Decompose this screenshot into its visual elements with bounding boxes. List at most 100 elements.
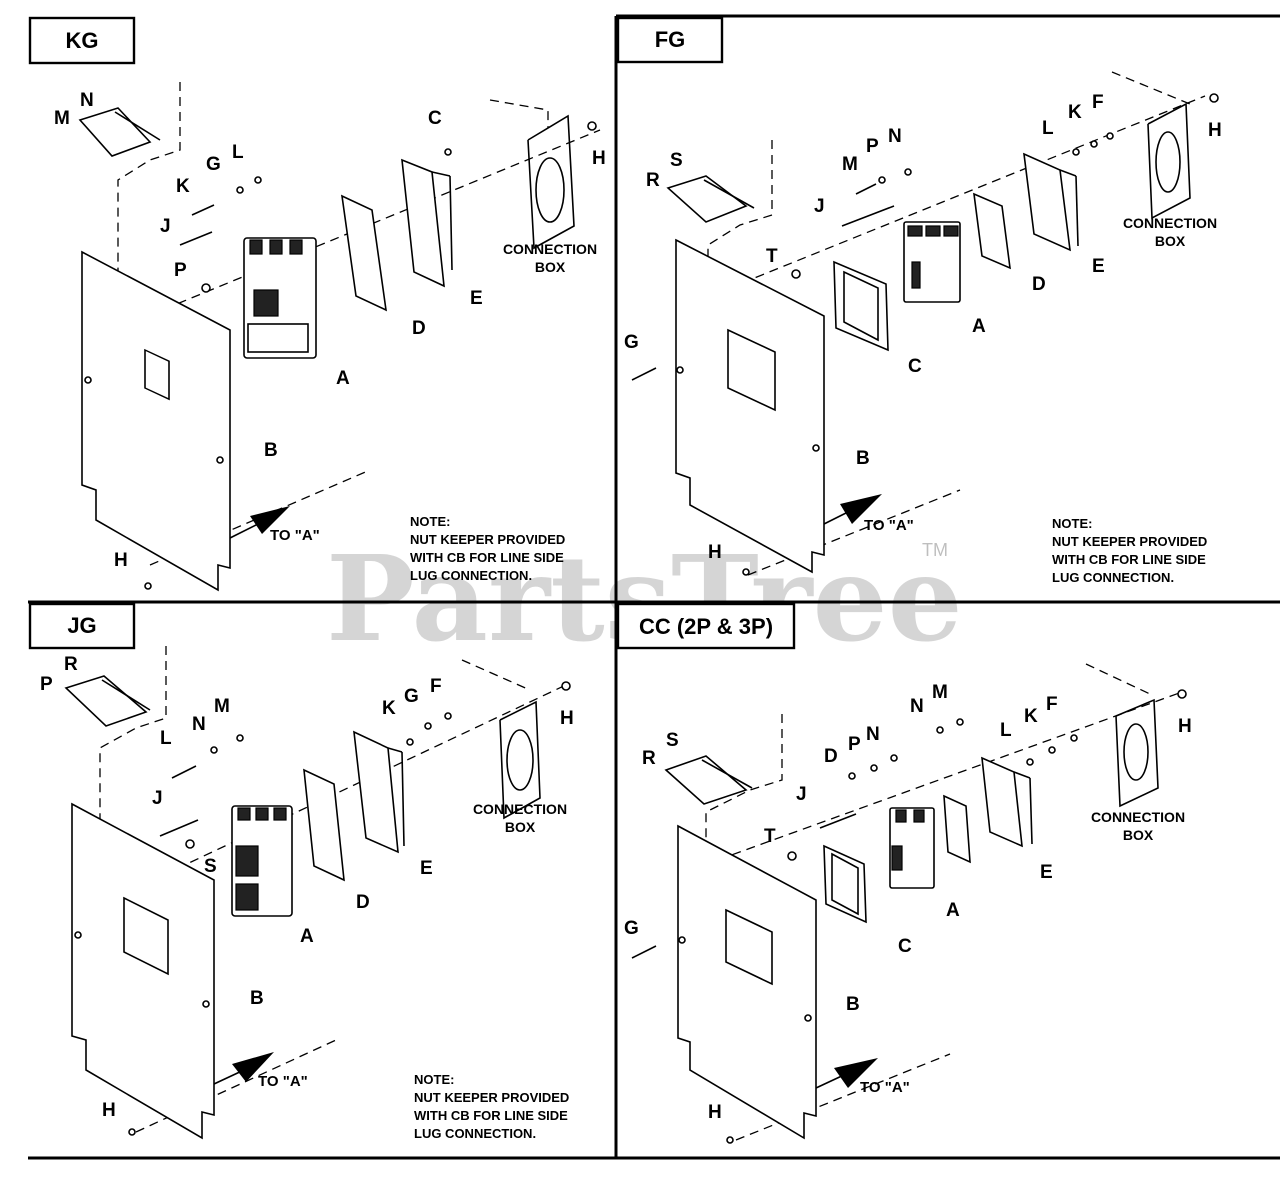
note-line-4: LUG CONNECTION. — [1052, 570, 1174, 585]
callout-c: C — [428, 108, 442, 129]
callout-a: A — [946, 900, 960, 921]
callout-a: A — [972, 316, 986, 337]
callout-l: L — [232, 142, 244, 163]
callout-m: M — [842, 154, 858, 175]
callout-p: P — [866, 136, 879, 157]
callout-l: L — [1042, 118, 1054, 139]
connection-box-label-2: BOX — [505, 819, 536, 835]
watermark-trademark: TM — [922, 540, 948, 560]
to-a-label: TO "A" — [860, 1079, 910, 1096]
callout-r: R — [646, 170, 660, 191]
callout-j: J — [796, 784, 807, 805]
callout-m: M — [214, 696, 230, 717]
callout-d: D — [356, 892, 370, 913]
connection-box-label-2: BOX — [535, 259, 566, 275]
section-cc-title: CC (2P & 3P) — [639, 614, 773, 639]
callout-m: M — [932, 682, 948, 703]
callout-g: G — [404, 686, 419, 707]
to-a-label: TO "A" — [258, 1073, 308, 1090]
callout-t: T — [764, 826, 776, 847]
callout-c: C — [898, 936, 912, 957]
callout-l: L — [160, 728, 172, 749]
callout-b: B — [846, 994, 860, 1015]
note-line-4: LUG CONNECTION. — [410, 568, 532, 583]
note-line-1: NOTE: — [414, 1072, 454, 1087]
note-line-4: LUG CONNECTION. — [414, 1126, 536, 1141]
callout-b: B — [250, 988, 264, 1009]
callout-m: M — [54, 108, 70, 129]
section-kg-title: KG — [66, 28, 99, 53]
section-jg-title: JG — [67, 613, 96, 638]
note-line-2: NUT KEEPER PROVIDED — [414, 1090, 569, 1105]
callout-e: E — [1040, 862, 1053, 883]
section-jg-title-box — [28, 602, 136, 650]
callout-l: L — [1000, 720, 1012, 741]
callout-n: N — [80, 90, 94, 111]
callout-e: E — [470, 288, 483, 309]
callout-d: D — [1032, 274, 1046, 295]
callout-f: F — [1092, 92, 1104, 113]
callout-h-top: H — [560, 708, 574, 729]
callout-h-bottom: H — [708, 542, 722, 563]
callout-k: K — [1068, 102, 1082, 123]
to-a-label: TO "A" — [270, 527, 320, 544]
callout-n: N — [888, 126, 902, 147]
callout-f: F — [430, 676, 442, 697]
connection-box-label-2: BOX — [1155, 233, 1186, 249]
callout-h-bottom: H — [102, 1100, 116, 1121]
connection-box-label-1: CONNECTION — [473, 801, 567, 817]
callout-n: N — [866, 724, 880, 745]
note-line-2: NUT KEEPER PROVIDED — [1052, 534, 1207, 549]
callout-h-bottom: H — [708, 1102, 722, 1123]
callout-s: S — [204, 856, 217, 877]
note-line-1: NOTE: — [410, 514, 450, 529]
callout-a: A — [336, 368, 350, 389]
note-line-1: NOTE: — [1052, 516, 1092, 531]
callout-g: G — [624, 918, 639, 939]
callout-b: B — [264, 440, 278, 461]
callout-d: D — [412, 318, 426, 339]
callout-b: B — [856, 448, 870, 469]
callout-j: J — [152, 788, 163, 809]
callout-g: G — [206, 154, 221, 175]
callout-k: K — [382, 698, 396, 719]
callout-r: R — [64, 654, 78, 675]
section-kg: KG M — [28, 16, 606, 592]
callout-n: N — [192, 714, 206, 735]
callout-d: D — [824, 746, 838, 767]
callout-h-top: H — [1208, 120, 1222, 141]
section-jg: JG P R L — [28, 602, 574, 1141]
to-a-label: TO "A" — [864, 517, 914, 534]
callout-e: E — [420, 858, 433, 879]
note-line-3: WITH CB FOR LINE SIDE — [414, 1108, 568, 1123]
note-line-2: NUT KEEPER PROVIDED — [410, 532, 565, 547]
callout-p: P — [174, 260, 187, 281]
callout-s: S — [666, 730, 679, 751]
callout-k: K — [1024, 706, 1038, 727]
note-line-3: WITH CB FOR LINE SIDE — [1052, 552, 1206, 567]
callout-s: S — [670, 150, 683, 171]
note-line-3: WITH CB FOR LINE SIDE — [410, 550, 564, 565]
connection-box-label-1: CONNECTION — [1123, 215, 1217, 231]
callout-h-top: H — [592, 148, 606, 169]
callout-k: K — [176, 176, 190, 197]
callout-n-upper: N — [910, 696, 924, 717]
callout-t: T — [766, 246, 778, 267]
quadrant-borders — [28, 14, 1280, 1160]
connection-box-label-1: CONNECTION — [503, 241, 597, 257]
connection-box-label-2: BOX — [1123, 827, 1154, 843]
section-fg-title-box — [616, 16, 724, 64]
callout-h-top: H — [1178, 716, 1192, 737]
callout-e: E — [1092, 256, 1105, 277]
callout-j: J — [814, 196, 825, 217]
callout-p: P — [40, 674, 53, 695]
callout-c: C — [908, 356, 922, 377]
section-kg-title-box — [28, 16, 136, 65]
section-cc: CC (2P & 3P) — [616, 602, 1192, 1144]
callout-f: F — [1046, 694, 1058, 715]
callout-h-bottom: H — [114, 550, 128, 571]
callout-p: P — [848, 734, 861, 755]
callout-g: G — [624, 332, 639, 353]
callout-r: R — [642, 748, 656, 769]
